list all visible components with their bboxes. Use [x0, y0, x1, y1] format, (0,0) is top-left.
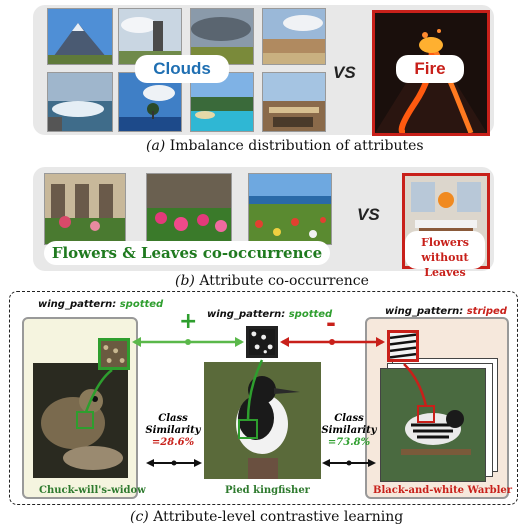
minus-sign: -	[326, 309, 336, 337]
right-attribute-label: wing_pattern: striped	[385, 306, 507, 317]
similarity-right-line1: Class	[334, 413, 364, 424]
flowers-photo-arches	[44, 173, 126, 245]
center-wing-patch	[246, 326, 278, 358]
caption-b: (b) Attribute co-occurrence	[175, 273, 369, 289]
left-attribute-label: wing_pattern: spotted	[38, 299, 163, 310]
cloud-photo-tower	[118, 8, 182, 65]
caption-a-prefix: (a)	[146, 138, 166, 154]
vs-label-a: VS	[333, 63, 356, 82]
center-attr-val: spotted	[288, 309, 333, 320]
caption-b-prefix: (b)	[175, 273, 195, 289]
cloud-photo-pool	[190, 72, 254, 132]
plus-sign: +	[179, 309, 198, 334]
right-bird-photo	[380, 368, 486, 482]
center-attribute-box	[238, 419, 258, 439]
clouds-label: Clouds	[135, 55, 229, 83]
center-bird-photo	[204, 362, 321, 479]
caption-c: (c) Attribute-level contrastive learning	[130, 509, 403, 525]
flowers-label-line2: without Leaves	[421, 251, 469, 279]
right-wing-patch	[387, 330, 419, 362]
caption-c-prefix: (c)	[130, 509, 149, 525]
caption-c-text: Attribute-level contrastive learning	[153, 509, 404, 525]
right-attr-key: wing_pattern:	[385, 306, 464, 317]
cloud-photo-terrace	[262, 72, 326, 132]
cloud-photo-mountain	[47, 8, 113, 65]
similarity-left: Class Similarity =28.6%	[142, 413, 204, 449]
similarity-left-line1: Class	[158, 413, 188, 424]
cooccurrence-label: Flowers & Leaves co-occurrence	[44, 241, 330, 265]
left-attr-key: wing_pattern:	[38, 299, 117, 310]
flowers-photo-meadow	[248, 173, 332, 245]
caption-a: (a) Imbalance distribution of attributes	[146, 138, 424, 154]
fire-label: Fire	[396, 55, 464, 83]
center-attribute-label: wing_pattern: spotted	[207, 309, 332, 320]
similarity-left-line2: Similarity	[145, 425, 201, 436]
similarity-left-value: =28.6%	[151, 437, 195, 448]
flowers-label-line1: Flowers	[421, 236, 469, 249]
flowers-photo-cloister	[146, 173, 232, 245]
left-attr-val: spotted	[119, 299, 164, 310]
panel-c-dashed-frame	[9, 291, 518, 505]
center-bird-name: Pied kingfisher	[225, 485, 310, 496]
right-bird-name: Black-and-white Warbler	[373, 485, 513, 496]
cloud-photo-tree	[118, 72, 182, 132]
similarity-right-value: =73.8%	[327, 437, 371, 448]
vs-label-b: VS	[357, 205, 380, 224]
right-attribute-box	[417, 405, 435, 423]
flowers-without-leaves-label: Flowers without Leaves	[405, 231, 485, 279]
cloud-photo-fence	[262, 8, 326, 65]
left-attribute-box	[76, 411, 94, 429]
left-bird-name: Chuck-will's-widow	[39, 485, 146, 496]
similarity-right: Class Similarity =73.8%	[318, 413, 380, 449]
left-wing-patch	[98, 338, 130, 370]
caption-a-text: Imbalance distribution of attributes	[169, 138, 424, 154]
right-attr-val: striped	[466, 306, 507, 317]
center-attr-key: wing_pattern:	[207, 309, 286, 320]
similarity-right-line2: Similarity	[321, 425, 377, 436]
caption-b-text: Attribute co-occurrence	[199, 273, 369, 289]
cloud-photo-waves	[47, 72, 113, 132]
